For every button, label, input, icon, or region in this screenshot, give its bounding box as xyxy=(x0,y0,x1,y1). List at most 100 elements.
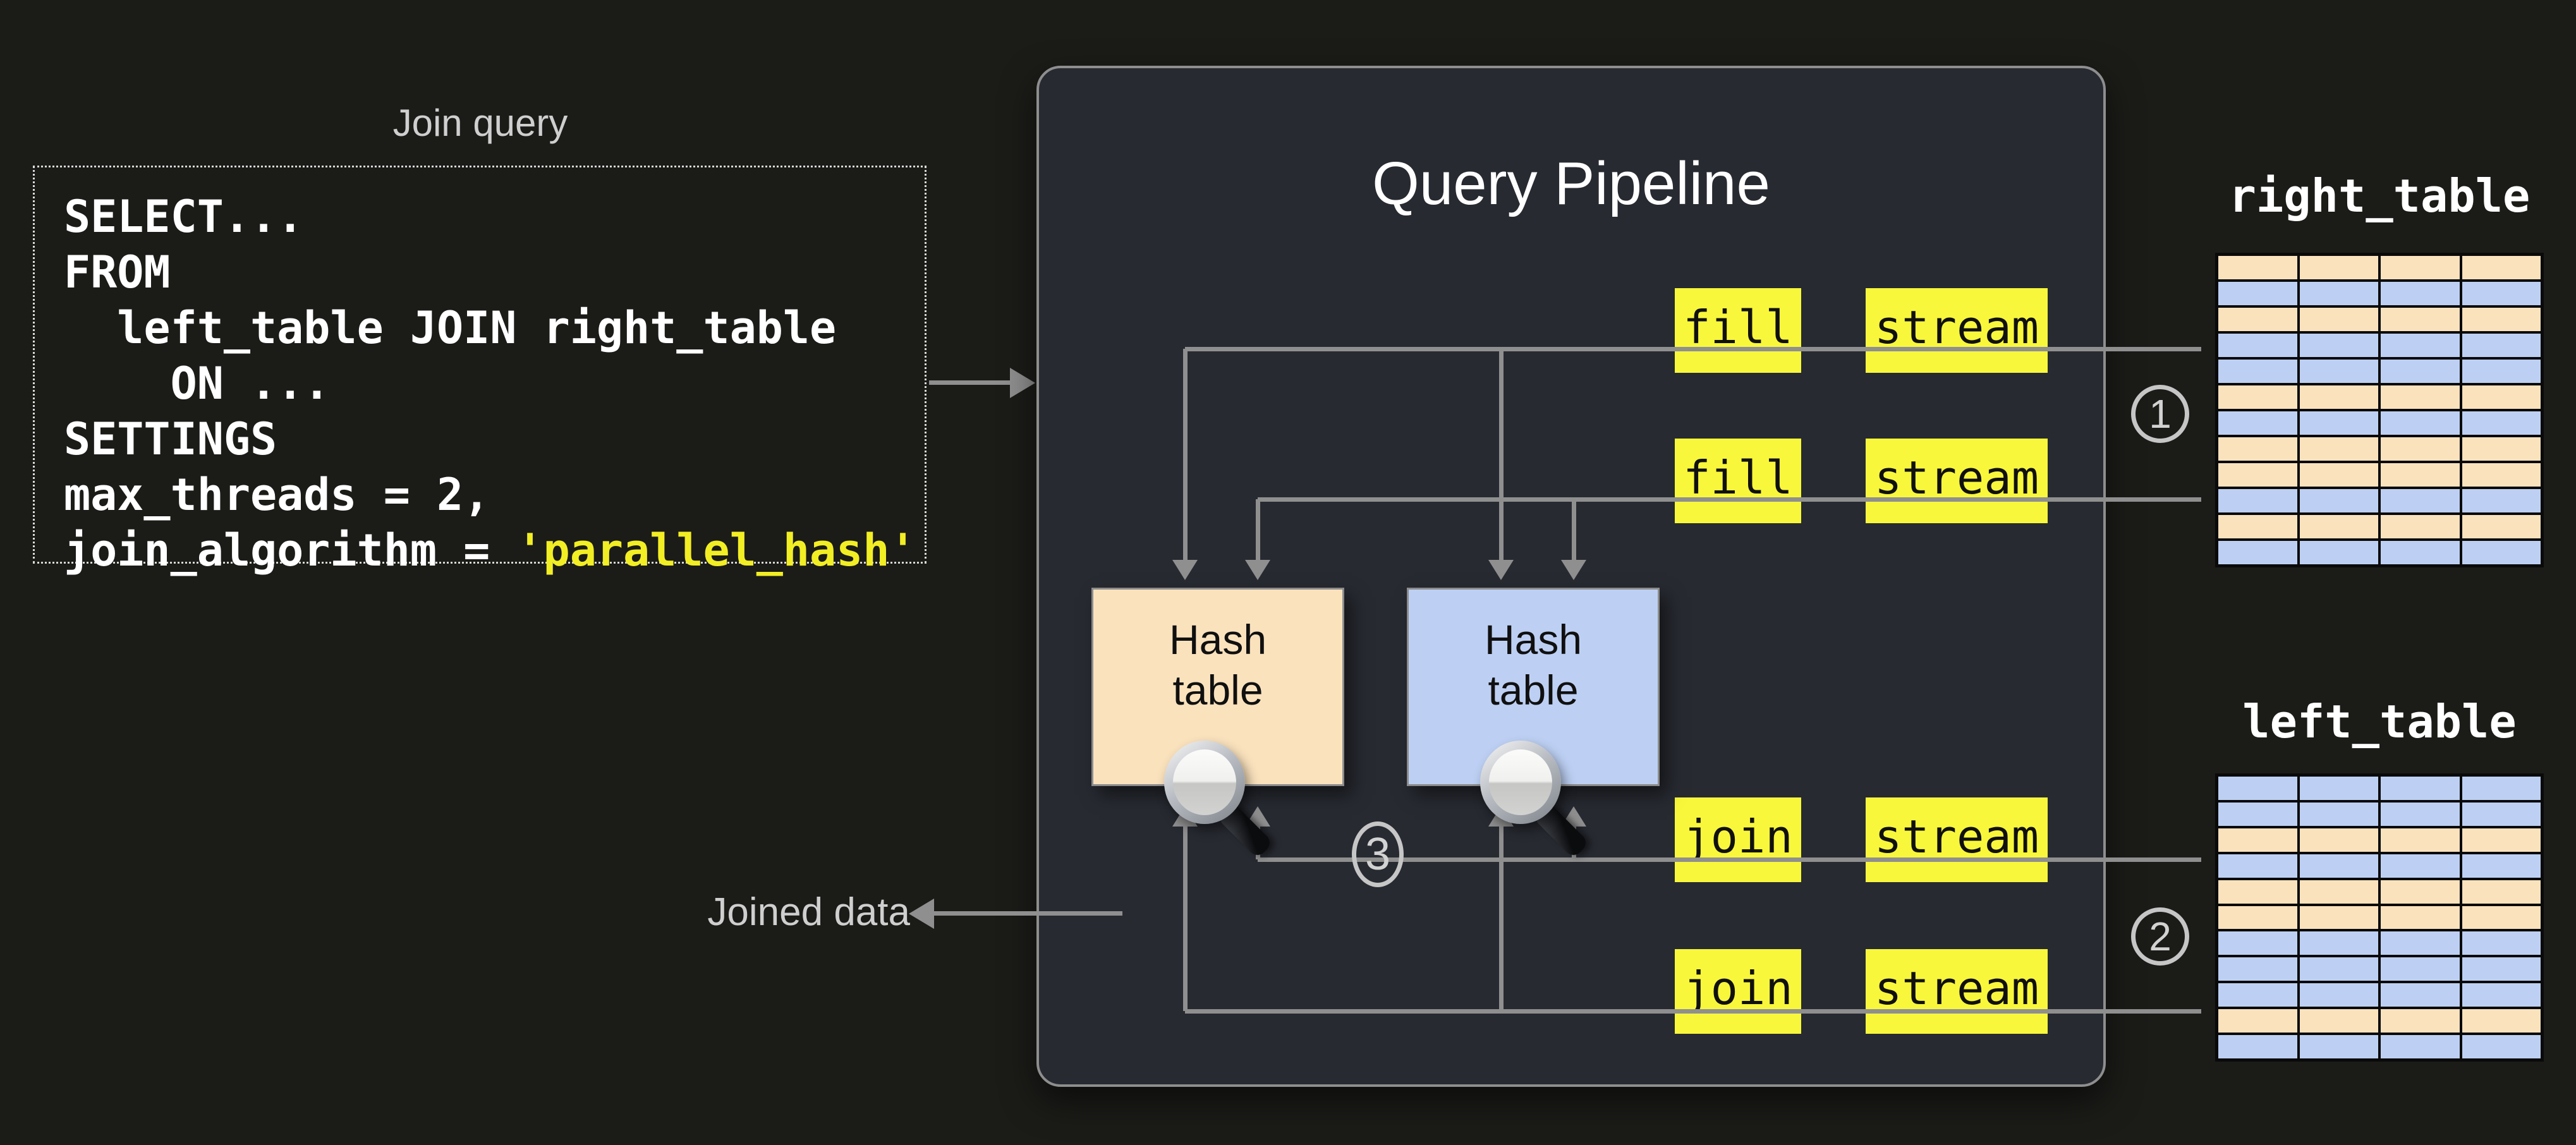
table-row xyxy=(2217,514,2542,540)
table-cell xyxy=(2298,255,2379,281)
stage-stream-1: stream xyxy=(1866,288,2048,373)
pipeline-title: Query Pipeline xyxy=(1372,150,1770,217)
table-cell xyxy=(2298,410,2379,436)
table-row xyxy=(2217,930,2542,957)
table-cell xyxy=(2379,255,2461,281)
table-cell xyxy=(2460,1034,2542,1060)
table-cell xyxy=(2460,358,2542,384)
magnifier-glass xyxy=(1480,741,1561,824)
table-row xyxy=(2217,410,2542,436)
table-cell xyxy=(2379,281,2461,306)
table-cell xyxy=(2217,982,2299,1009)
table-cell xyxy=(2217,255,2299,281)
hash-table-text: Hash xyxy=(1484,616,1583,663)
table-cell xyxy=(2298,514,2379,540)
table-cell xyxy=(2217,801,2299,827)
table-cell xyxy=(2298,878,2379,905)
sql-line: max_threads = 2, xyxy=(64,469,490,521)
right-table xyxy=(2215,253,2544,567)
table-cell xyxy=(2217,540,2299,566)
table-cell xyxy=(2298,306,2379,332)
join-arrow-line xyxy=(1183,827,1188,1011)
fill-stream-line-1 xyxy=(1185,347,2201,351)
table-cell xyxy=(2298,281,2379,306)
table-cell xyxy=(2460,514,2542,540)
table-cell xyxy=(2217,904,2299,931)
fill-arrow-line xyxy=(1256,499,1260,561)
table-cell xyxy=(2379,930,2461,957)
query-input-line xyxy=(929,380,1012,385)
table-cell xyxy=(2379,488,2461,514)
table-cell xyxy=(2460,982,2542,1009)
sql-query-box: SELECT... FROM left_table JOIN right_tab… xyxy=(33,166,927,576)
table-cell xyxy=(2379,358,2461,384)
table-cell xyxy=(2298,930,2379,957)
hash-table-text: table xyxy=(1488,667,1579,713)
table-cell xyxy=(2460,930,2542,957)
step-marker-1: 1 xyxy=(2131,385,2189,443)
table-row xyxy=(2217,801,2542,827)
right-table-title: right_table xyxy=(2228,169,2530,222)
table-row xyxy=(2217,1008,2542,1034)
table-cell xyxy=(2460,436,2542,462)
join-stream-line-2 xyxy=(1185,1009,2201,1014)
table-row xyxy=(2217,306,2542,332)
table-cell xyxy=(2217,1008,2299,1034)
table-row xyxy=(2217,1034,2542,1060)
table-cell xyxy=(2460,306,2542,332)
table-cell xyxy=(2298,436,2379,462)
table-row xyxy=(2217,956,2542,983)
left-table xyxy=(2215,773,2544,1062)
left-table-title: left_table xyxy=(2242,695,2517,748)
table-cell xyxy=(2298,1034,2379,1060)
table-cell xyxy=(2379,904,2461,931)
table-cell xyxy=(2379,462,2461,488)
table-cell xyxy=(2217,827,2299,853)
table-cell xyxy=(2298,462,2379,488)
hash-table-text: Hash xyxy=(1169,616,1267,663)
fill-arrow-line xyxy=(1183,349,1188,561)
magnifier-lens xyxy=(1173,749,1236,815)
table-cell xyxy=(2460,332,2542,358)
table-cell xyxy=(2379,956,2461,983)
sql-line-highlighted: join_algorithm = 'parallel_hash' xyxy=(64,523,925,578)
magnifier-icon xyxy=(1479,741,1590,859)
table-cell xyxy=(2217,384,2299,410)
table-cell xyxy=(2217,358,2299,384)
table-cell xyxy=(2460,827,2542,853)
table-cell xyxy=(2298,982,2379,1009)
table-row xyxy=(2217,436,2542,462)
stage-fill-1: fill xyxy=(1675,288,1801,373)
table-cell xyxy=(2217,306,2299,332)
table-cell xyxy=(2379,1034,2461,1060)
table-cell xyxy=(2379,306,2461,332)
table-row xyxy=(2217,775,2542,801)
table-cell xyxy=(2298,956,2379,983)
table-cell xyxy=(2298,852,2379,879)
table-cell xyxy=(2460,462,2542,488)
table-row xyxy=(2217,852,2542,879)
fill-arrow-line xyxy=(1499,349,1504,561)
table-cell xyxy=(2460,852,2542,879)
table-cell xyxy=(2460,801,2542,827)
hash-table-box-orange: Hash table xyxy=(1091,588,1344,786)
table-cell xyxy=(2298,775,2379,801)
table-cell xyxy=(2217,956,2299,983)
table-cell xyxy=(2217,878,2299,905)
stage-stream-3: stream xyxy=(1866,797,2048,882)
joined-data-arrowhead-icon xyxy=(909,899,934,929)
sql-setting-name: join_algorithm = xyxy=(64,524,517,576)
table-row xyxy=(2217,462,2542,488)
arrowhead-down-icon xyxy=(1245,560,1270,580)
stage-fill-2: fill xyxy=(1675,439,1801,523)
table-cell xyxy=(2298,1008,2379,1034)
table-cell xyxy=(2379,332,2461,358)
arrowhead-down-icon xyxy=(1488,560,1514,580)
table-cell xyxy=(2460,384,2542,410)
table-row xyxy=(2217,540,2542,566)
table-cell xyxy=(2460,410,2542,436)
table-row xyxy=(2217,982,2542,1009)
table-cell xyxy=(2298,540,2379,566)
table-cell xyxy=(2460,281,2542,306)
